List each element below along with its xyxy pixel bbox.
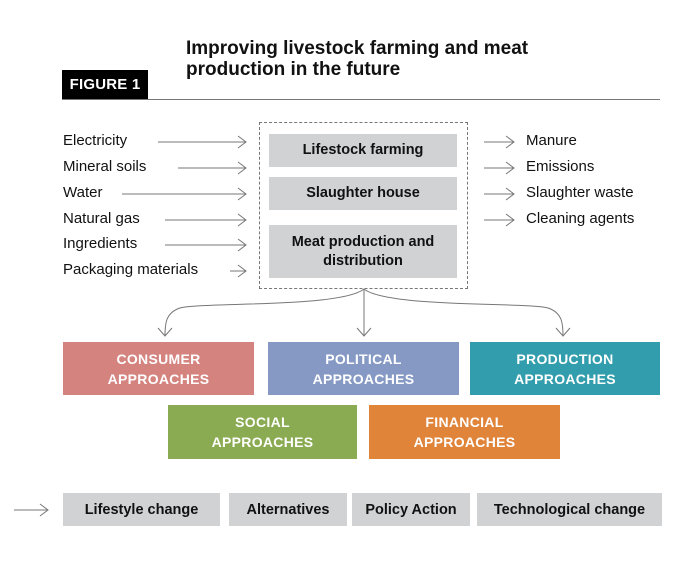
- output-emissions: Emissions: [526, 158, 595, 175]
- action-alternatives: Alternatives: [229, 493, 347, 526]
- approach-line: APPROACHES: [107, 370, 210, 387]
- figure-title: Improving livestock farming and meat pro…: [186, 38, 646, 80]
- approach-line: POLITICAL: [325, 350, 402, 367]
- action-lifestyle-change: Lifestyle change: [63, 493, 220, 526]
- branch-arrows: [157, 288, 571, 337]
- input-mineral-soils: Mineral soils: [63, 158, 147, 175]
- stage-slaughter-house: Slaughter house: [269, 177, 457, 210]
- financial-approaches: FINANCIAL APPROACHES: [369, 405, 560, 459]
- title-line-2: production in the future: [186, 59, 401, 80]
- header-divider: [62, 99, 660, 100]
- input-water: Water: [63, 184, 103, 201]
- approach-line: CONSUMER: [116, 350, 201, 367]
- social-approaches: SOCIAL APPROACHES: [168, 405, 357, 459]
- output-manure: Manure: [526, 132, 577, 149]
- approach-line: FINANCIAL: [425, 414, 504, 430]
- approach-line: APPROACHES: [514, 370, 616, 387]
- input-electricity: Electricity: [63, 132, 128, 149]
- approach-line: APPROACHES: [413, 434, 516, 450]
- approach-line: SOCIAL: [235, 414, 290, 430]
- political-approaches: POLITICAL APPROACHES: [268, 342, 459, 395]
- approach-line: APPROACHES: [211, 434, 314, 450]
- production-approaches: PRODUCTION APPROACHES: [470, 342, 660, 395]
- arrow-icon: [122, 135, 247, 278]
- action-technological-change: Technological change: [477, 493, 662, 526]
- title-line-1: Improving livestock farming and meat: [186, 38, 529, 59]
- stage-meat-production: Meat production and distribution: [269, 225, 457, 278]
- arrow-icon: [14, 503, 49, 517]
- output-cleaning-agents: Cleaning agents: [526, 210, 635, 227]
- approach-line: PRODUCTION: [516, 350, 614, 367]
- process-container: [259, 122, 468, 289]
- input-packaging-materials: Packaging materials: [63, 261, 199, 278]
- input-ingredients: Ingredients: [63, 235, 138, 252]
- approach-line: APPROACHES: [312, 370, 415, 387]
- stage-lifestock-farming: Lifestock farming: [269, 134, 457, 167]
- output-slaughter-waste: Slaughter waste: [526, 184, 634, 201]
- input-natural-gas: Natural gas: [63, 210, 140, 227]
- consumer-approaches: CONSUMER APPROACHES: [63, 342, 254, 395]
- figure-label: FIGURE 1: [62, 70, 148, 100]
- action-policy-action: Policy Action: [352, 493, 470, 526]
- arrow-icon: [484, 135, 515, 227]
